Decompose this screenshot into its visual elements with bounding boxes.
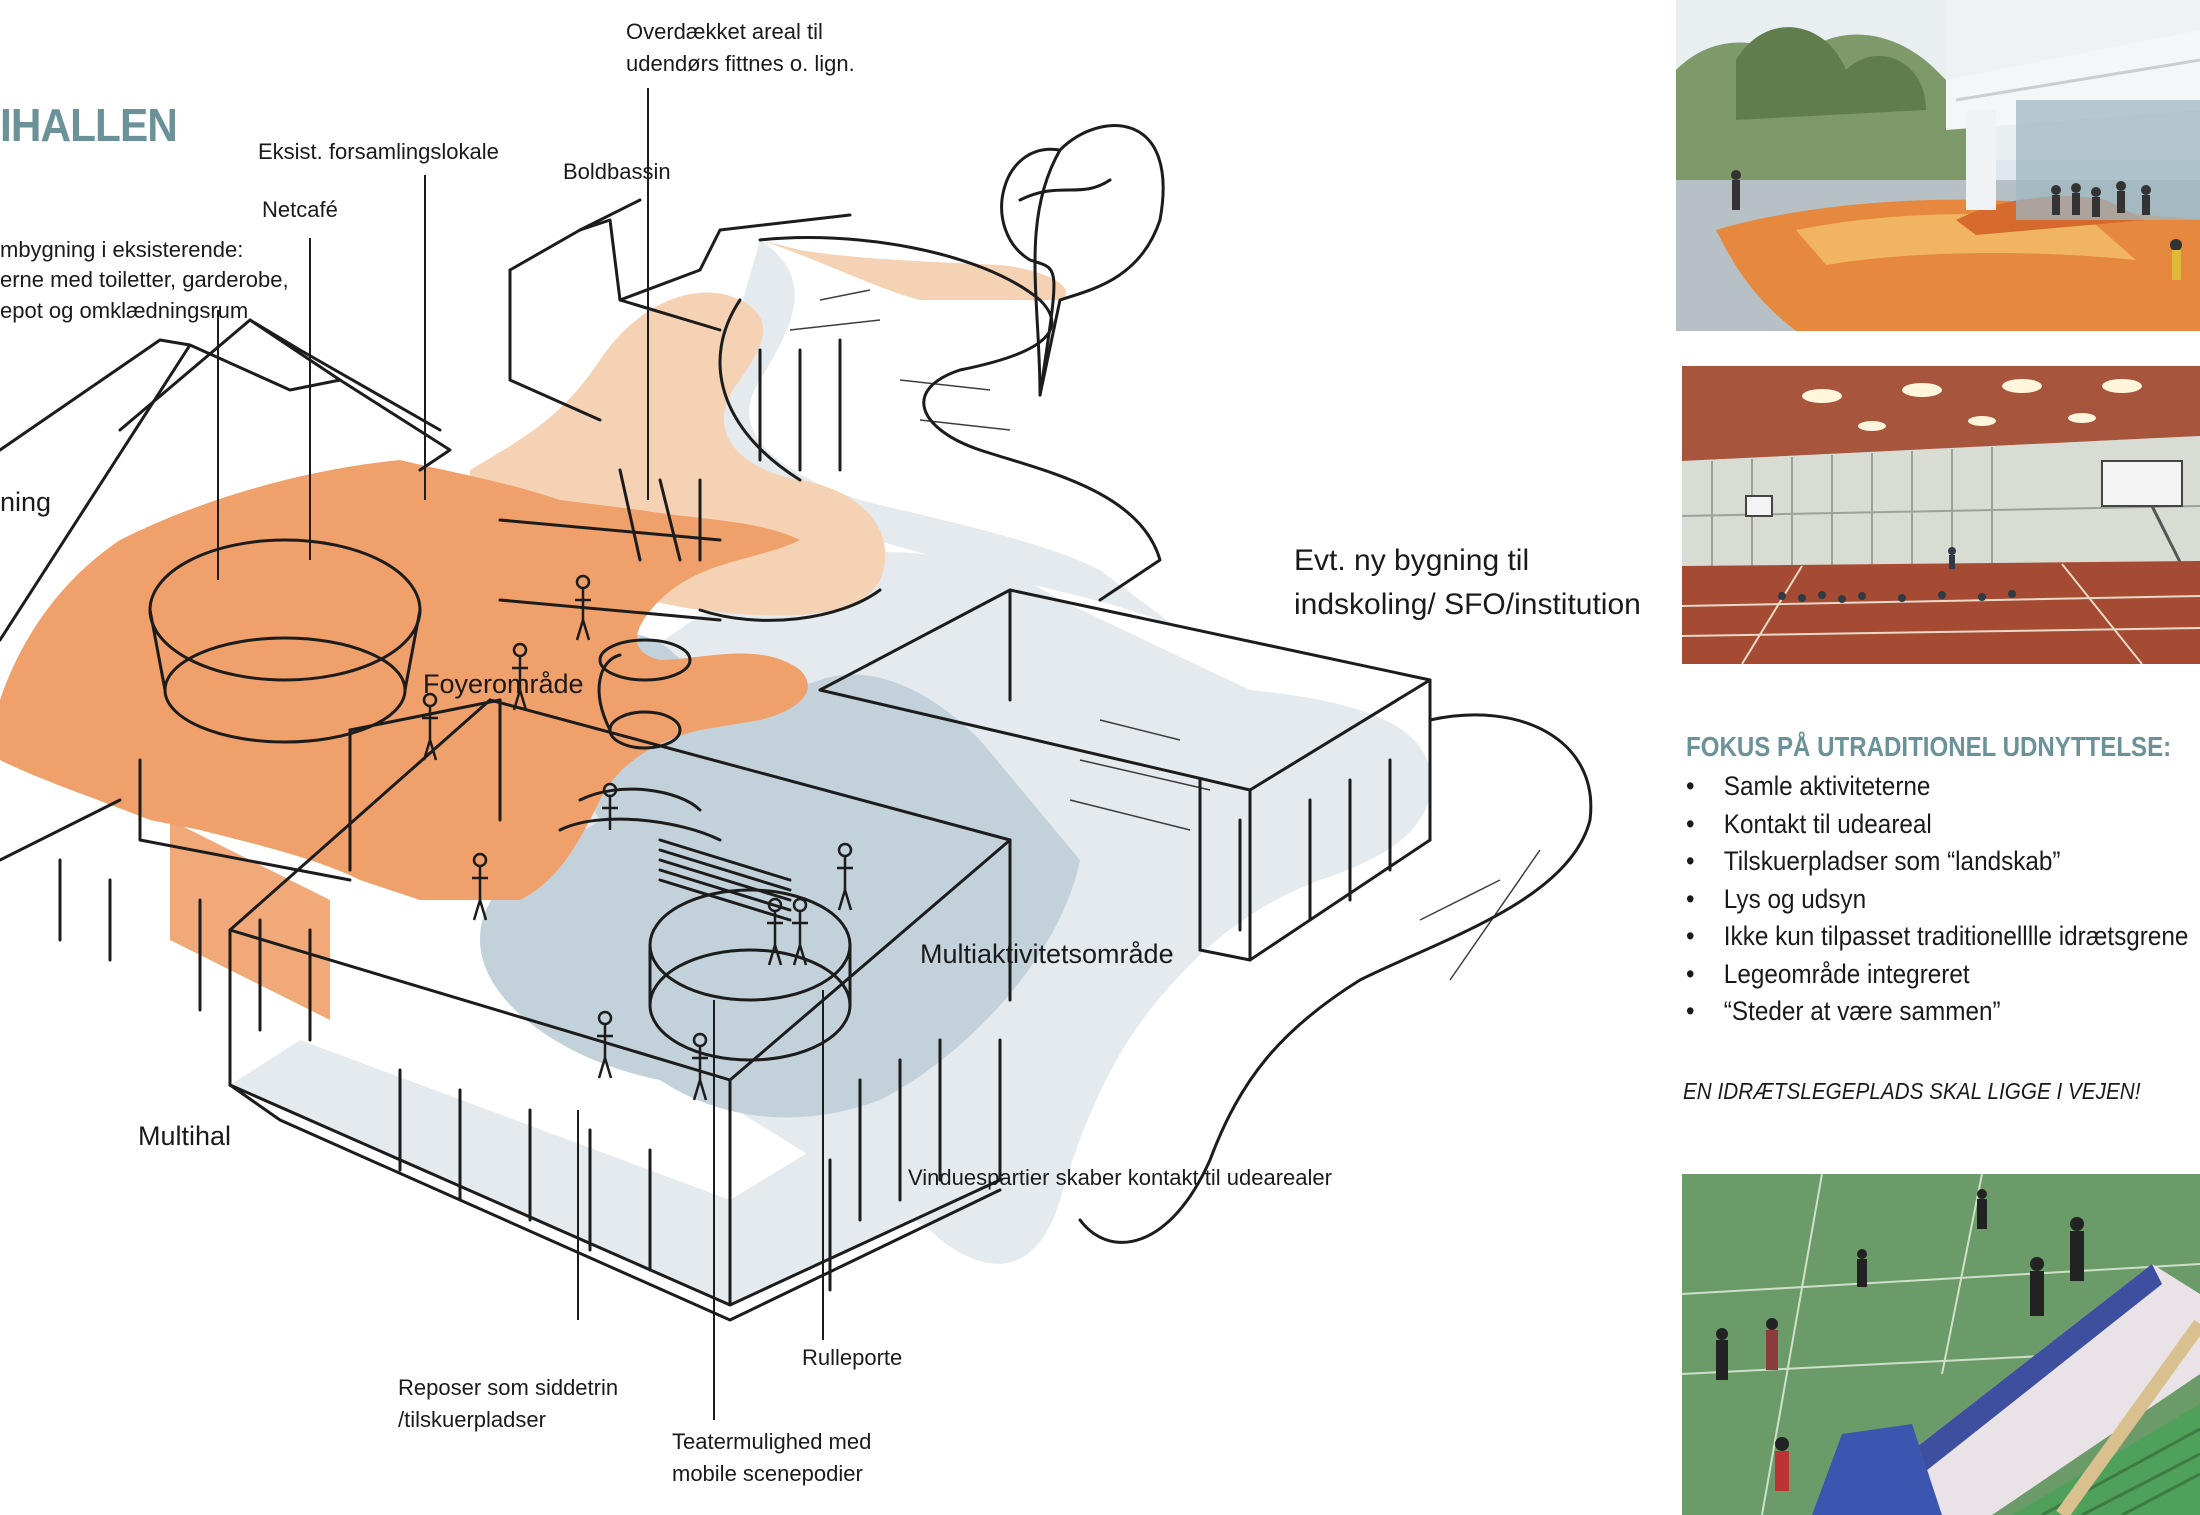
list-item: •Legeområde integreret [1686,956,2188,994]
label-multihal: Multihal [138,1121,232,1151]
list-item: •Ikke kun tilpasset traditionelllle idræ… [1686,918,2188,956]
light-grey-back-path [708,240,1180,630]
list-item: •“Steder at være sammen” [1686,993,2188,1031]
list-item: •Tilskuerpladser som “landskab” [1686,843,2188,881]
label-reposer-line2: /tilskuerpladser [398,1407,546,1432]
label-netcafe: Netcafé [262,197,338,222]
label-ombygning-line3: epot og omklædningsrum [0,298,249,323]
label-foyeromrade: Foyerområde [423,669,584,699]
list-item: •Samle aktiviteterne [1686,768,2188,806]
label-teater-line2: mobile scenepodier [672,1461,863,1486]
slogan-text: EN IDRÆTSLEGEPLADS SKAL LIGGE I VEJEN! [1683,1078,2141,1104]
label-eksist-forsamlingslokale: Eksist. forsamlingslokale [258,139,499,164]
label-teater-line1: Teatermulighed med [672,1429,872,1454]
bullet-icon: • [1686,958,1695,989]
isometric-sketch [0,88,1593,1420]
label-overdaekket-line1: Overdækket areal til [626,19,823,44]
label-bygning-fragment: ning [0,487,52,517]
outdoor-playground-photo [1676,0,2200,331]
page-title: IHALLEN [0,99,178,151]
climbing-mat-photo [1682,1174,2200,1515]
bullet-icon: • [1686,808,1695,839]
label-reposer-line1: Reposer som siddetrin [398,1375,619,1400]
leader-lines [217,88,824,1420]
label-multiaktivitetsomrade: Multiaktivitetsområde [920,939,1174,969]
people-figures [422,574,853,1101]
label-rulleporte: Rulleporte [802,1345,903,1370]
list-item: •Kontakt til udeareal [1686,806,2188,844]
gym-mat-icon [1682,1174,2200,1515]
list-item: •Lys og udsyn [1686,881,2188,919]
label-overdaekket-line2: udendørs fittnes o. lign. [626,51,855,76]
sports-hall-photo [1682,366,2200,664]
peach-top-curve [760,240,1067,300]
base-slab [230,1040,1040,1305]
label-ombygning-line1: mbygning i eksisterende: [0,237,244,262]
label-ombygning-line2: erne med toiletter, garderobe, [0,267,289,292]
bullet-icon: • [1686,771,1695,801]
hall-interior-icon [1682,366,2200,664]
bullet-icon: • [1686,883,1695,914]
label-evt-ny-bygning-line1: Evt. ny bygning til [1294,544,1530,577]
outdoor-render-icon [1676,0,2200,331]
bullet-icon: • [1686,846,1695,876]
label-vinduespartier: Vinduespartier skaber kontakt til udeare… [908,1165,1332,1190]
fokus-heading: FOKUS PÅ UTRADITIONEL UDNYTTELSE: [1686,731,2172,762]
floor-hatching [789,289,1541,981]
orange-lower-left [170,820,330,1020]
label-boldbassin: Boldbassin [563,159,671,184]
bullet-icon: • [1686,921,1695,951]
bullet-icon: • [1686,996,1695,1026]
label-evt-ny-bygning-line2: indskoling/ SFO/institution [1294,588,1641,621]
fokus-bullet-list: •Samle aktiviteterne •Kontakt til udeare… [1686,768,2200,1031]
